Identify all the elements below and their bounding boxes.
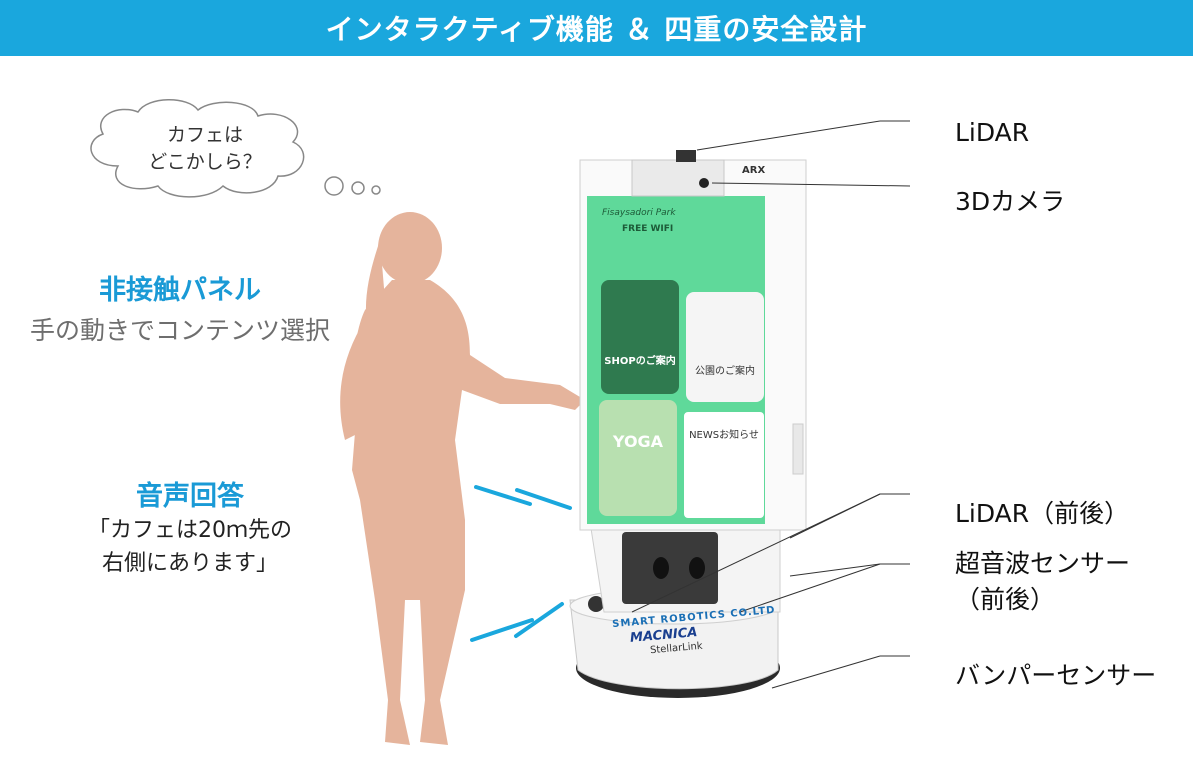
sound-waves	[470, 485, 572, 642]
tile-yoga-label[interactable]: YOGA	[612, 432, 664, 451]
voice-line-1: 「カフェは20ｍ先の	[88, 518, 292, 543]
tile-yoga	[599, 400, 677, 516]
label-3d-camera: 3Dカメラ	[955, 187, 1066, 216]
robot-base-body	[569, 599, 779, 690]
label-ultrasonic-sub: （前後）	[955, 585, 1056, 614]
camera-housing	[631, 159, 725, 197]
header-banner: インタラクティブ機能 ＆ 四重の安全設計	[0, 0, 1193, 56]
robot-scene	[340, 120, 911, 745]
tile-shop-label[interactable]: SHOPのご案内	[604, 356, 676, 367]
thought-line-1: カフェは	[166, 124, 243, 146]
voice-line-2: 右側にあります」	[101, 551, 278, 576]
tile-news	[684, 412, 764, 518]
feature-voice: 音声回答 「カフェは20ｍ先の 右側にあります」	[40, 474, 340, 579]
feature-touchless: 非接触パネル 手の動きでコンテンツ選択	[20, 268, 340, 347]
label-lidar-top: LiDAR	[955, 118, 1030, 147]
front-lidar-sensor	[588, 596, 604, 612]
logo-arx: ARX	[742, 165, 766, 176]
robot-face-screen	[622, 532, 718, 604]
tile-park-label[interactable]: 公園のご案内	[695, 366, 755, 377]
voice-title: 音声回答	[136, 481, 244, 512]
tile-shop	[601, 280, 679, 394]
thought-bubble	[90, 99, 381, 198]
callout-lines	[631, 120, 911, 689]
touchless-desc: 手の動きでコンテンツ選択	[29, 316, 330, 345]
label-lidar-front-back: LiDAR（前後）	[955, 499, 1130, 528]
screen-brand: Fisaysadori Park	[602, 208, 676, 218]
3d-camera-lens	[699, 178, 709, 188]
tile-park	[686, 292, 764, 402]
thought-text: カフェは どこかしら？	[120, 122, 290, 176]
touchless-title: 非接触パネル	[99, 275, 261, 306]
page-title: インタラクティブ機能 ＆ 四重の安全設計	[325, 13, 868, 46]
label-ultrasonic: 超音波センサー	[955, 549, 1131, 578]
robot	[569, 150, 807, 698]
tile-news-label[interactable]: NEWSお知らせ	[689, 430, 759, 441]
label-bumper: バンパーセンサー	[955, 661, 1157, 690]
top-lidar-sensor	[676, 150, 696, 162]
thought-line-2: どこかしら？	[148, 151, 262, 173]
screen-wifi: FREE WIFI	[622, 224, 674, 234]
woman-silhouette	[340, 212, 585, 745]
